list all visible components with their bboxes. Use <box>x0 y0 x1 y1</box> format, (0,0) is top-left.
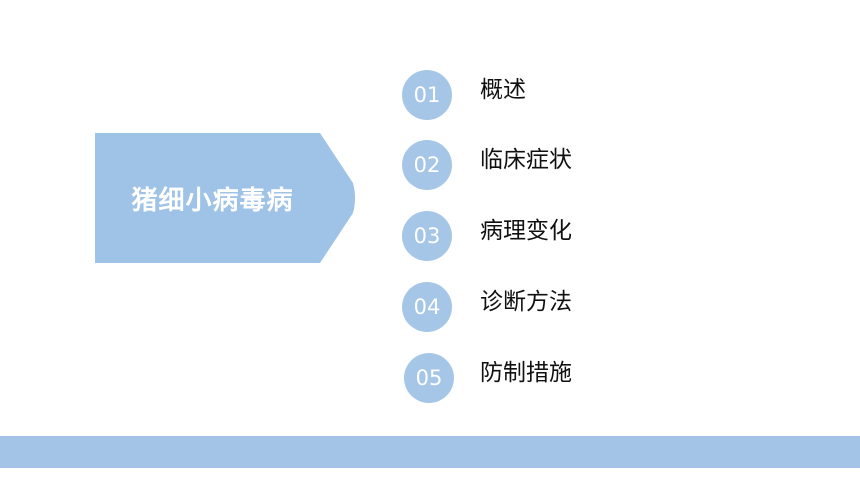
footer-bar <box>0 436 860 468</box>
toc-number-badge: 01 <box>402 70 452 120</box>
toc-number-badge: 02 <box>402 140 452 190</box>
toc-number-badge: 04 <box>402 282 452 332</box>
toc-item-03[interactable]: 03 病理变化 <box>402 211 702 261</box>
toc-item-label: 病理变化 <box>480 218 572 244</box>
title-banner-shape <box>95 133 355 263</box>
toc-number-badge: 03 <box>402 211 452 261</box>
section-title: 猪细小病毒病 <box>131 185 294 216</box>
title-banner: 猪细小病毒病 <box>95 133 355 263</box>
toc-item-label: 诊断方法 <box>480 289 572 315</box>
toc-item-01[interactable]: 01 概述 <box>402 70 702 120</box>
toc-item-05[interactable]: 05 防制措施 <box>404 353 704 403</box>
toc-item-label: 防制措施 <box>480 360 572 386</box>
toc-item-04[interactable]: 04 诊断方法 <box>402 282 702 332</box>
toc-item-02[interactable]: 02 临床症状 <box>402 140 702 190</box>
toc-item-label: 概述 <box>480 77 526 103</box>
toc-number-badge: 05 <box>404 353 454 403</box>
toc-item-label: 临床症状 <box>480 147 572 173</box>
